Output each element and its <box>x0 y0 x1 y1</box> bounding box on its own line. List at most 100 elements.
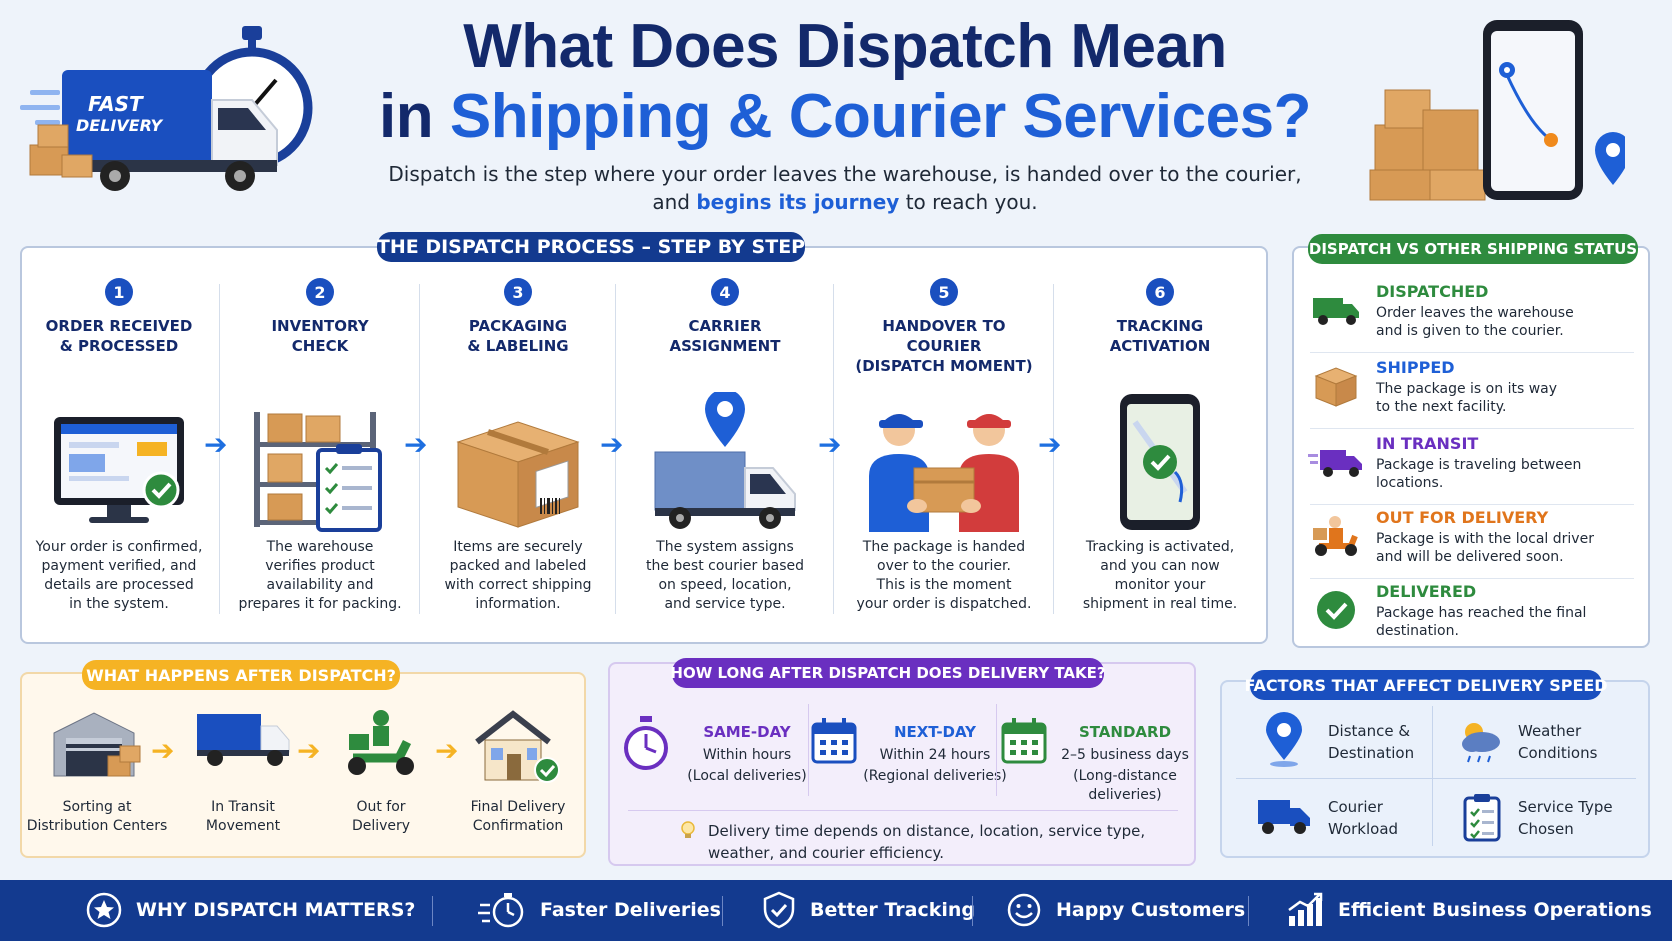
step-description-line: details are processed <box>44 577 194 593</box>
factors-hsep <box>1236 778 1636 779</box>
page-title-line2: in Shipping & Courier Services? <box>300 84 1390 150</box>
bottom-banner-item: Efficient Business Operations <box>1286 888 1652 932</box>
title-highlight: Shipping & Courier Services? <box>449 82 1312 151</box>
status-desc-line2: to the next facility. <box>1376 399 1507 415</box>
arrow-right-icon: ➔ <box>151 734 175 767</box>
step-divider <box>833 284 834 614</box>
arrow-right-icon: ➔ <box>404 428 428 461</box>
after-dispatch-label-line1: In Transit <box>211 799 275 815</box>
star-badge-icon <box>86 892 122 928</box>
delivery-note-line1: Delivery time depends on distance, locat… <box>708 822 1146 840</box>
bottom-banner-divider <box>432 896 433 926</box>
truck-label-delivery: DELIVERY <box>76 116 163 135</box>
step-number-badge: 3 <box>504 278 532 306</box>
delivery-option-title: SAME-DAY <box>703 723 791 741</box>
step-description-line: your order is dispatched. <box>856 596 1032 612</box>
status-desc-line2: locations. <box>1376 475 1444 491</box>
status-desc-line1: Order leaves the warehouse <box>1376 305 1574 321</box>
factor-label-line1: Service Type <box>1518 798 1613 816</box>
subtitle-highlight: begins its journey <box>696 190 900 214</box>
after-dispatch-label-line1: Out for <box>356 799 406 815</box>
delivery-option-line1: 2–5 business days <box>1061 747 1189 763</box>
arrow-right-icon: ➔ <box>818 428 842 461</box>
step-title-line: HANDOVER TO <box>882 317 1006 335</box>
title-prefix: in <box>379 82 450 151</box>
scooter-icon <box>1308 514 1364 558</box>
step-number-badge: 1 <box>105 278 133 306</box>
after-dispatch-label-line1: Sorting at <box>62 799 132 815</box>
page-title-line1: What Does Dispatch Mean <box>463 12 1227 81</box>
bottom-banner-label: Efficient Business Operations <box>1338 899 1652 921</box>
step-description-line: packed and labeled <box>449 558 587 574</box>
status-desc-line2: and will be delivered soon. <box>1376 549 1564 565</box>
sorting-center-icon <box>52 708 142 782</box>
factor-label-line1: Distance & <box>1328 722 1411 740</box>
status-desc-line1: Package is traveling between <box>1376 457 1582 473</box>
bottom-banner-divider <box>722 896 723 926</box>
step-title-line: CARRIER <box>688 317 762 335</box>
subtitle-line1: Dispatch is the step where your order le… <box>388 162 1302 186</box>
delivery-option-line2: (Local deliveries) <box>687 768 807 784</box>
bottom-banner-item: WHY DISPATCH MATTERS? <box>86 888 415 932</box>
step-description-line: over to the courier. <box>877 558 1011 574</box>
box-icon <box>1308 364 1364 408</box>
status-divider <box>1310 578 1634 579</box>
transit-truck-icon <box>195 708 291 772</box>
workload-truck-icon <box>1256 796 1312 840</box>
arrow-right-icon: ➔ <box>600 428 624 461</box>
step-title-line: CHECK <box>291 337 349 355</box>
delivery-option-line1: Within hours <box>702 747 792 763</box>
delivery-option-title: NEXT-DAY <box>893 723 977 741</box>
factor-label-line2: Conditions <box>1518 744 1598 762</box>
step-title-line: ASSIGNMENT <box>669 337 781 355</box>
step-title: HANDOVER TO COURIER (DISPATCH MOMENT) <box>836 316 1052 376</box>
step-description-line: payment verified, and <box>41 558 197 574</box>
step-title-line: COURIER <box>906 337 982 355</box>
step-description-line: Items are securely <box>453 539 583 555</box>
delivery-option-line1: Within 24 hours <box>879 747 991 763</box>
factors-panel <box>1220 680 1650 858</box>
phone-tracking-icon <box>1369 20 1631 201</box>
delivery-option-line2: (Long-distance deliveries) <box>1073 768 1177 803</box>
step-description-line: shipment in real time. <box>1082 596 1238 612</box>
subtitle-line2: and begins its journey to reach you. <box>380 188 1310 216</box>
step-divider <box>419 284 420 614</box>
header-truck-illustration: FAST DELIVERY <box>20 20 320 200</box>
step-description-line: This is the moment <box>876 577 1012 593</box>
step-number-badge: 6 <box>1146 278 1174 306</box>
step-title-line: ACTIVATION <box>1109 337 1211 355</box>
step-title-line: TRACKING <box>1116 317 1204 335</box>
step-number-badge: 5 <box>930 278 958 306</box>
factors-heading: FACTORS THAT AFFECT DELIVERY SPEED <box>1244 670 1608 700</box>
bottom-banner-item: Faster Deliveries <box>478 888 721 932</box>
step-divider <box>615 284 616 614</box>
bottom-banner-label: Better Tracking <box>810 899 976 921</box>
bottom-banner-divider <box>972 896 973 926</box>
step-description-line: monitor your <box>1114 577 1206 593</box>
fast-delivery-truck-icon <box>20 26 313 191</box>
fast-stopwatch-icon <box>478 891 526 929</box>
factor-label-line2: Destination <box>1328 744 1415 762</box>
delivery-option: SAME-DAY Within hours (Local deliveries) <box>672 722 822 786</box>
smiley-icon <box>1006 892 1042 928</box>
after-dispatch-label-line2: Distribution Centers <box>26 818 168 834</box>
step-title-line: (DISPATCH MOMENT) <box>855 357 1033 375</box>
step-description-line: verifies product <box>265 558 375 574</box>
status-title: DELIVERED <box>1376 582 1477 601</box>
monitor-check-icon <box>49 412 189 532</box>
package-label-icon <box>448 412 588 532</box>
dispatch-process-heading: THE DISPATCH PROCESS – STEP BY STEP <box>377 232 805 262</box>
